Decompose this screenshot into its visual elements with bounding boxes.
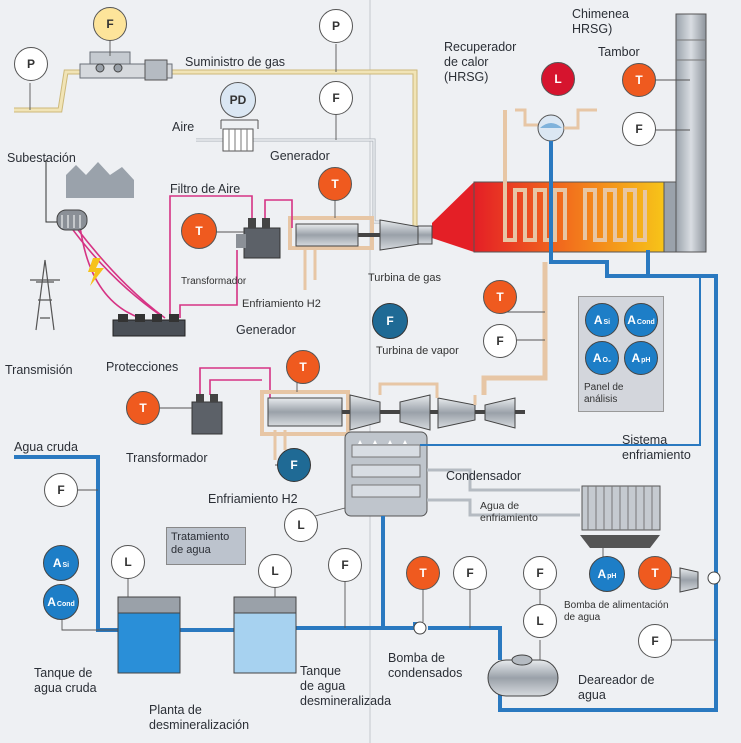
condensate-lines: [381, 516, 502, 660]
flow-indicator-hrsg: F: [483, 324, 517, 358]
flow-indicator-demin: F: [328, 548, 362, 582]
steam-line: [481, 262, 548, 395]
label-transmision: Transmisión: [5, 363, 73, 377]
temperature-indicator-transformer-2: T: [126, 391, 160, 425]
label-agua-enfriamiento: Agua de enfriamiento: [480, 500, 538, 524]
level-indicator-raw-tank: L: [111, 545, 145, 579]
pd-tubing: [220, 119, 259, 129]
air-filter: [222, 128, 254, 152]
label-aire: Aire: [172, 120, 195, 134]
flow-indicator-steam: F: [372, 303, 408, 339]
stack: [675, 13, 707, 253]
temperature-indicator-generator-2: T: [286, 350, 320, 384]
air-pipe: [196, 138, 380, 224]
temperature-indicator-stack: T: [622, 63, 656, 97]
cooling-water-pipes: [420, 276, 701, 517]
condenser: [344, 431, 428, 517]
pressure-indicator-inlet: P: [14, 47, 48, 81]
level-indicator-condenser: L: [284, 508, 318, 542]
flow-indicator-h2: F: [277, 448, 311, 482]
label-enfriamiento-2: Enfriamiento H2: [208, 492, 298, 506]
label-tanque-desmin: Tanque de agua desmineralizada: [300, 664, 392, 708]
condensate-pump: [413, 621, 427, 635]
label-generador-1: Generador: [270, 149, 330, 163]
label-bomba-condensados: Bomba de condensados: [388, 651, 463, 680]
gas-station: [79, 51, 173, 81]
temperature-indicator-hrsg: T: [483, 280, 517, 314]
flow-indicator-air: F: [319, 81, 353, 115]
label-tanque-cruda: Tanque de agua cruda: [34, 666, 97, 695]
h2-cooling-2: [273, 430, 287, 460]
label-tambor: Tambor: [598, 45, 640, 59]
label-deareador: Deareador de agua: [578, 673, 655, 702]
differential-pressure-indicator: PD: [220, 82, 256, 118]
label-suministro: Suministro de gas: [185, 55, 286, 69]
lightning-icon: [88, 258, 104, 286]
flow-indicator-stack: F: [622, 112, 656, 146]
transformer-1: [236, 218, 281, 259]
transmission-tower: [30, 259, 60, 331]
label-turbina-gas: Turbina de gas: [368, 272, 441, 284]
label-chimenea: Chimenea HRSG): [572, 7, 629, 36]
pressure-indicator-gas: P: [319, 9, 353, 43]
level-indicator-drum: L: [541, 62, 575, 96]
level-indicator-deaerator: L: [523, 604, 557, 638]
temperature-indicator-feedwater: T: [638, 556, 672, 590]
feed-pump: [679, 567, 721, 593]
label-generador-2: Generador: [236, 323, 296, 337]
label-enfriamiento-1: Enfriamiento H2: [242, 298, 321, 310]
label-panel: Panel de análisis: [584, 382, 624, 405]
label-agua-cruda: Agua cruda: [14, 440, 78, 454]
temperature-indicator-transformer-1: T: [181, 213, 217, 249]
steam-drum: [537, 108, 597, 142]
flow-indicator-deaerator: F: [523, 556, 557, 590]
h2-cooling-1: [303, 248, 317, 290]
protection-breakers: [112, 314, 186, 337]
label-protecciones: Protecciones: [106, 360, 179, 374]
deaerator: [487, 654, 559, 697]
hrsg-coils: [503, 108, 647, 242]
flow-indicator-raw-water: F: [44, 473, 78, 507]
flow-indicator-gas-station: F: [93, 7, 127, 41]
label-condensador: Condensador: [446, 469, 522, 483]
treatment-box: Tratamiento de agua: [166, 527, 246, 565]
label-subestacion: Subestación: [7, 151, 76, 165]
transformer-2: [191, 394, 223, 435]
label-turbina-vapor: Turbina de vapor: [376, 345, 459, 357]
label-filtro: Filtro de Aire: [170, 182, 241, 196]
label-recuperador: Recuperador de calor (HRSG): [444, 40, 517, 84]
demin-water-tank: [233, 596, 297, 674]
label-bomba-alimentacion: Bomba de alimentación de agua: [564, 600, 669, 623]
label-transformador-2: Transformador: [126, 451, 208, 465]
temperature-indicator-generator-1: T: [318, 167, 352, 201]
level-indicator-demin-tank: L: [258, 554, 292, 588]
label-transformador-1: Transformador: [181, 276, 247, 287]
gas-supply-pipe: [14, 69, 418, 228]
feedwater-line: [498, 141, 718, 712]
temperature-indicator-condensate-pump: T: [406, 556, 440, 590]
substation-building: [45, 160, 134, 231]
steam-turbine-generator: [260, 382, 525, 436]
label-planta: Planta de desmineralización: [149, 703, 250, 732]
cooling-system: [580, 485, 661, 548]
gas-turbine: [288, 216, 433, 251]
label-sistema-enfriamiento: Sistema enfriamiento: [622, 433, 691, 462]
flow-indicator-feedwater: F: [638, 624, 672, 658]
electrical-lines: [69, 195, 293, 400]
flow-indicator-condensate-pump: F: [453, 556, 487, 590]
raw-water-tank: [117, 596, 181, 674]
